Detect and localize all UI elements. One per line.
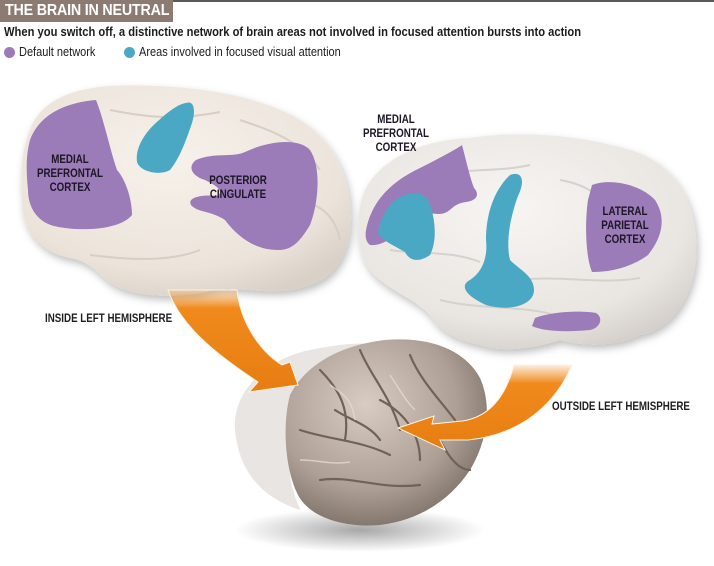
title-banner: THE BRAIN IN NEUTRAL: [0, 0, 173, 22]
purple-dot-icon: [4, 46, 15, 58]
medial-prefrontral-region-inside: [26, 100, 132, 230]
brain-shadow: [235, 508, 485, 552]
label-line: LATERAL: [602, 206, 648, 218]
header-rule: [0, 0, 714, 2]
label-line: MEDIAL: [51, 154, 89, 166]
caption-inside-left-hemisphere: INSIDE LEFT HEMISPHERE: [45, 313, 173, 325]
visual-attention-region-inside: [136, 102, 194, 173]
legend-label: Areas involved in focused visual attenti…: [139, 45, 341, 59]
lateral-parietal-region: [586, 182, 662, 272]
label-line: MEDIAL: [377, 114, 415, 126]
label-line: CORTEX: [375, 142, 417, 154]
legend-item-visual-attention: Areas involved in focused visual attenti…: [124, 44, 368, 60]
label-medial-prefrontal-inside: MEDIAL PREFRONTAL CORTEX: [36, 153, 104, 195]
page-title: THE BRAIN IN NEUTRAL: [5, 2, 170, 19]
subtitle: When you switch off, a distinctive netwo…: [4, 24, 582, 39]
label-line: PARIETAL: [601, 220, 649, 232]
label-line: CORTEX: [49, 182, 91, 194]
label-lateral-parietal: LATERAL PARIETAL CORTEX: [595, 205, 655, 247]
visual-attention-frontal-region: [378, 193, 435, 260]
label-line: CORTEX: [604, 234, 646, 246]
caption-outside-left-hemisphere: OUTSIDE LEFT HEMISPHERE: [552, 401, 690, 413]
label-medial-prefrontal-outside: MEDIAL PREFRONTAL CORTEX: [360, 113, 431, 155]
outside-arrow: [396, 364, 573, 452]
label-line: POSTERIOR: [209, 175, 267, 187]
blue-dot-icon: [124, 46, 135, 58]
label-line: PREFRONTAL: [36, 168, 104, 180]
label-line: CINGULATE: [209, 189, 267, 201]
label-posterior-cingulate: POSTERIOR CINGULATE: [204, 174, 272, 202]
inside-arrow: [167, 289, 299, 393]
visual-attention-central-region: [464, 173, 534, 308]
posterior-cingulate-region: [190, 141, 318, 250]
temporal-default-region: [532, 311, 601, 332]
legend-item-default-network: Default network: [4, 44, 106, 60]
legend-label: Default network: [19, 45, 96, 59]
label-line: PREFRONTAL: [362, 128, 430, 140]
